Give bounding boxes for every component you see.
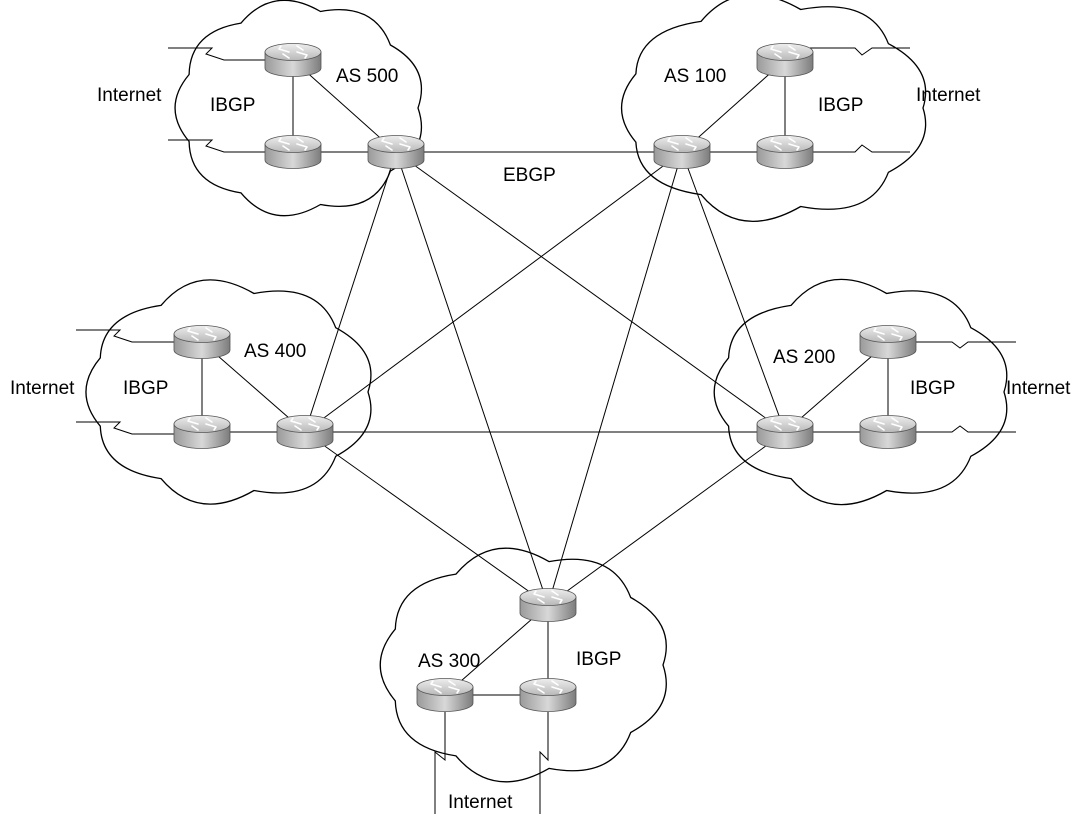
as400-ibgp-label: IBGP — [123, 378, 168, 399]
router-icon — [519, 588, 577, 622]
as200-internet-line-top — [912, 341, 1016, 349]
router-icon — [416, 678, 474, 712]
as500-cloud — [174, 0, 422, 217]
as300-label: AS 300 — [418, 651, 480, 672]
routers-layer — [173, 43, 917, 712]
ebgp-link-r100b-r200b — [681, 151, 786, 433]
as300-internet-line-right — [539, 712, 549, 814]
router-icon — [264, 135, 322, 169]
ebgp-link-r400c-r300a — [304, 431, 549, 606]
as200-label: AS 200 — [773, 347, 835, 368]
router-icon — [756, 135, 814, 169]
router-icon — [367, 135, 425, 169]
router-icon — [173, 415, 231, 449]
internet-connections-layer — [76, 47, 1016, 814]
as500-internet-line-top — [168, 47, 270, 61]
as500-internet-line-bottom — [168, 139, 270, 153]
as400-label: AS 400 — [244, 341, 306, 362]
as400-internet-line-top — [76, 329, 180, 343]
as500-label: AS 500 — [336, 66, 398, 87]
ibgp-link-r500a-r500c — [292, 59, 397, 153]
as100-internet-label: Internet — [916, 85, 981, 106]
router-icon — [859, 325, 917, 359]
ebgp-label: EBGP — [503, 165, 556, 186]
as100-label: AS 100 — [664, 66, 726, 87]
ebgp-link-r200b-r300a — [547, 431, 786, 606]
as300-internet-line-left — [434, 712, 446, 814]
as400-internet-line-bottom — [76, 421, 180, 435]
router-icon — [276, 415, 334, 449]
as500-ibgp-label: IBGP — [210, 95, 255, 116]
ibgp-link-r100a-r100b — [681, 59, 786, 153]
ebgp-link-r500c-r400c — [304, 151, 397, 433]
ebgp-link-r500c-r200b — [395, 151, 786, 433]
router-icon — [859, 415, 917, 449]
router-icon — [519, 678, 577, 712]
router-icon — [653, 135, 711, 169]
as500-internet-label: Internet — [97, 85, 162, 106]
ebgp-link-r100b-r400c — [304, 151, 683, 433]
as100-ibgp-label: IBGP — [818, 95, 863, 116]
as200-internet-label: Internet — [1006, 378, 1071, 399]
clouds-layer — [85, 0, 1008, 783]
as100-internet-line-bottom — [808, 144, 910, 153]
as400-internet-label: Internet — [10, 378, 75, 399]
ebgp-link-r100b-r300a — [547, 151, 683, 606]
as200-cloud — [713, 278, 1008, 506]
as300-ibgp-label: IBGP — [576, 649, 621, 670]
router-icon — [756, 415, 814, 449]
as100-internet-line-top — [808, 47, 910, 56]
as200-ibgp-label: IBGP — [910, 378, 955, 399]
router-icon — [173, 325, 231, 359]
as300-cloud — [379, 547, 667, 783]
router-icon — [756, 43, 814, 77]
as200-internet-line-bottom — [912, 425, 1016, 433]
ebgp-link-r500c-r300a — [395, 151, 549, 606]
as100-cloud — [620, 0, 927, 222]
as300-internet-label: Internet — [448, 792, 513, 813]
router-icon — [264, 43, 322, 77]
